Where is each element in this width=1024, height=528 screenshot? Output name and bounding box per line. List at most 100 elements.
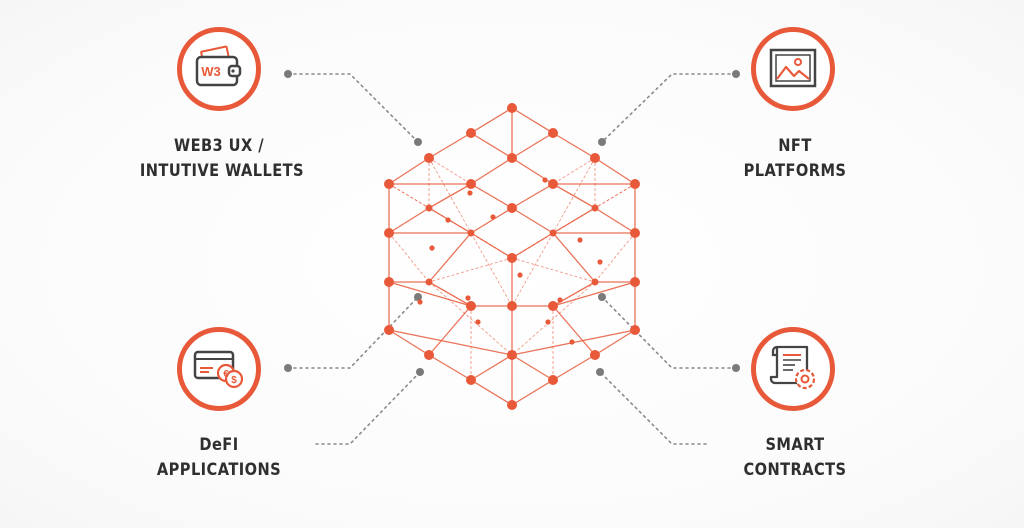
connector-dot-contracts-lower-end [596,368,604,376]
nft-label: NFT PLATFORMS [716,134,874,184]
connector-dot-wallets-end [414,138,422,146]
network-edge [388,329,430,356]
connector-line-nft [601,73,737,143]
connector-dot-contracts-start [732,364,740,372]
network-node [548,375,558,385]
network-edge [511,183,554,209]
network-edge [511,207,554,234]
network-node [548,128,558,138]
network-edge [552,157,596,234]
network-edge [470,232,513,307]
contracts-label: SMART CONTRACTS [716,433,874,483]
network-node-inner [542,177,548,183]
connector-dot-nft-start [732,70,740,78]
network-edge [552,183,596,209]
contracts-label-line2: CONTRACTS [743,460,847,480]
network-edge [552,157,596,185]
network-node-inner [429,245,435,251]
network-node-inner [490,214,496,220]
network-edge [552,132,596,159]
network-edge [388,281,472,307]
contract-gear-icon [769,345,816,390]
network-edge [428,281,472,307]
network-edge [428,281,513,356]
network-edge [470,157,513,185]
network-node [384,179,394,189]
wallet-icon: W3 [195,45,242,87]
network-edge [511,107,554,134]
connector-dot-wallets-start [284,70,292,78]
network-edge [470,207,513,234]
network-node [630,277,640,287]
network-edge [511,354,554,381]
defi-label-line1: DeFI [199,435,239,455]
network-edge [594,329,636,356]
connector-line-defi [287,296,419,369]
network-node [384,325,394,335]
network-node [548,179,558,189]
network-node [591,278,599,286]
connector-dot-defi-lower-end [416,368,424,376]
network-edge [428,257,513,283]
network-node [384,228,394,238]
connector-lines [284,70,740,445]
network-node [548,301,558,311]
network-edge [388,157,430,185]
network-node [591,204,599,212]
network-edge [511,281,596,356]
blockchain-cube [384,103,640,410]
network-node-inner [467,190,473,196]
network-node [507,350,517,360]
wallet-icon-circle: W3 [177,27,261,111]
defi-label-line2: APPLICATIONS [156,460,282,480]
connector-line-defi-lower [315,371,421,445]
network-edge [388,329,513,356]
network-node [424,350,434,360]
network-edge [511,379,554,406]
network-node-inner [569,339,575,345]
network-node-inner [597,259,603,265]
network-node [549,229,557,237]
contracts-label-line1: SMART [765,435,825,455]
network-edge [388,232,430,283]
network-edge [470,183,513,209]
nft-label-line2: PLATFORMS [743,161,847,181]
network-node [630,179,640,189]
network-node [424,153,434,163]
network-node-inner [517,272,523,278]
network-edge [511,257,596,283]
network-edge [470,379,513,406]
network-node [425,204,433,212]
network-edge [511,232,554,307]
network-edge [552,354,596,381]
network-node [466,179,476,189]
defi-icon-circle: € $ [177,327,261,411]
nft-icon-circle [751,27,835,111]
network-node [384,277,394,287]
network-node-inner [557,297,563,303]
network-edge [428,132,472,159]
connector-dot-defi-end [414,293,422,301]
network-edge [470,107,513,134]
network-node [466,128,476,138]
network-node [507,203,517,213]
network-node [467,229,475,237]
connector-line-contracts-lower [599,371,707,445]
network-node [507,103,517,113]
contracts-icon-circle [751,327,835,411]
network-edge [428,157,472,234]
nft-label-line1: NFT [778,136,812,156]
network-node [507,400,517,410]
connector-line-wallets [287,73,419,143]
dollar-symbol: $ [231,375,237,386]
network-node [590,350,600,360]
network-edge [428,157,472,185]
network-node-inner [475,319,481,325]
network-edge [428,232,472,283]
network-edge [552,305,596,356]
network-edge [552,281,636,307]
network-edge [594,207,636,234]
network-node [425,278,433,286]
